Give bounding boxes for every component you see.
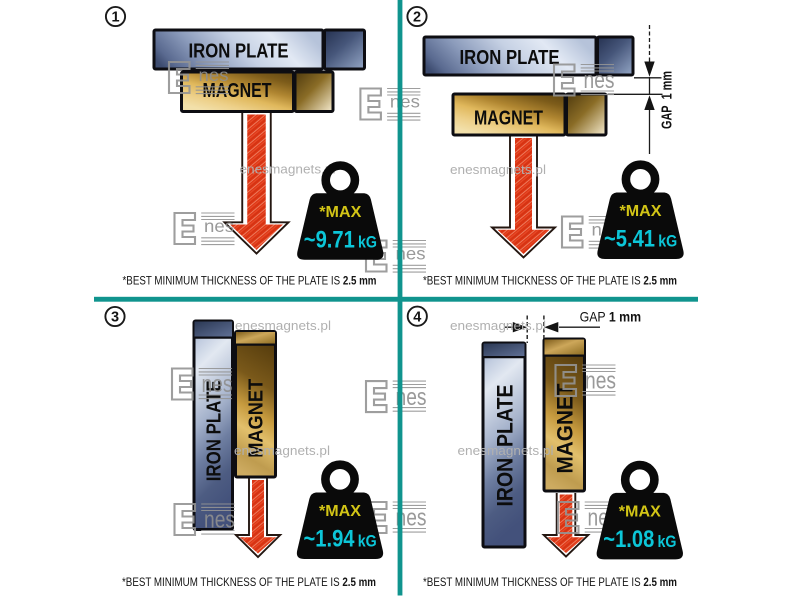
- svg-text:GAP 1 mm: GAP 1 mm: [580, 309, 642, 325]
- svg-text:~1.94: ~1.94: [304, 526, 355, 553]
- svg-text:2: 2: [413, 10, 421, 26]
- svg-text:nes: nes: [204, 507, 235, 534]
- svg-text:IRON PLATE: IRON PLATE: [460, 46, 560, 69]
- svg-text:4: 4: [413, 309, 421, 325]
- svg-text:MAGNET: MAGNET: [246, 379, 268, 458]
- svg-text:MAGNET: MAGNET: [474, 106, 543, 129]
- svg-text:nes: nes: [390, 92, 420, 112]
- svg-text:3: 3: [111, 310, 119, 326]
- svg-text:nes: nes: [204, 216, 234, 236]
- svg-text:*BEST MINIMUM THICKNESS OF THE: *BEST MINIMUM THICKNESS OF THE PLATE IS …: [423, 575, 677, 589]
- svg-text:nes: nes: [585, 368, 616, 395]
- svg-text:MAGNET: MAGNET: [552, 383, 577, 474]
- svg-text:MAGNET: MAGNET: [203, 79, 272, 102]
- svg-text:kG: kG: [358, 232, 377, 251]
- svg-text:*BEST MINIMUM THICKNESS OF THE: *BEST MINIMUM THICKNESS OF THE PLATE IS …: [122, 575, 376, 589]
- svg-text:~9.71: ~9.71: [304, 226, 355, 253]
- svg-text:*MAX: *MAX: [319, 503, 362, 520]
- svg-text:kG: kG: [358, 532, 377, 551]
- svg-text:nes: nes: [584, 67, 615, 94]
- svg-text:kG: kG: [658, 532, 677, 551]
- svg-text:1: 1: [111, 10, 119, 26]
- svg-text:enesmagnets.pl: enesmagnets.pl: [450, 318, 546, 333]
- svg-text:*MAX: *MAX: [620, 203, 663, 220]
- svg-text:kG: kG: [658, 232, 677, 251]
- svg-text:enesmagnets.pl: enesmagnets.pl: [240, 162, 336, 177]
- svg-text:~5.41: ~5.41: [604, 226, 655, 253]
- svg-text:enesmagnets.pl: enesmagnets.pl: [234, 443, 330, 458]
- svg-text:IRON PLATE: IRON PLATE: [189, 39, 289, 62]
- svg-text:*MAX: *MAX: [319, 204, 362, 221]
- svg-text:*BEST MINIMUM THICKNESS OF THE: *BEST MINIMUM THICKNESS OF THE PLATE IS …: [423, 274, 677, 288]
- svg-text:enesmagnets.pl: enesmagnets.pl: [235, 318, 331, 333]
- svg-text:IRON PLATE: IRON PLATE: [492, 385, 517, 507]
- svg-text:~1.08: ~1.08: [603, 526, 654, 553]
- svg-text:*BEST MINIMUM THICKNESS OF THE: *BEST MINIMUM THICKNESS OF THE PLATE IS …: [123, 274, 377, 288]
- svg-text:nes: nes: [396, 244, 426, 264]
- svg-text:IRON PLATE: IRON PLATE: [204, 380, 226, 481]
- svg-text:nes: nes: [202, 371, 233, 398]
- svg-text:nes: nes: [199, 65, 229, 85]
- svg-text:GAP 1 mm: GAP 1 mm: [660, 71, 676, 129]
- svg-text:*MAX: *MAX: [619, 504, 662, 521]
- svg-text:enesmagnets.pl: enesmagnets.pl: [450, 162, 546, 177]
- svg-text:enesmagnets.pl: enesmagnets.pl: [458, 443, 554, 458]
